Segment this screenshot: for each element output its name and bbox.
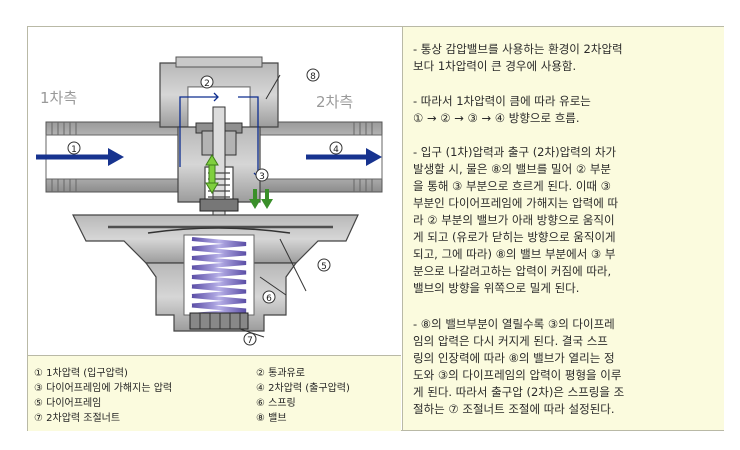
svg-text:1: 1 [71, 145, 77, 155]
callout-6: 6 [262, 290, 276, 304]
legend-item: ④ 2차압력 (출구압력) [256, 383, 350, 394]
spring [191, 237, 247, 317]
inlet-flow-arrow [36, 148, 124, 166]
callout-2: 2 [200, 75, 214, 89]
svg-text:5: 5 [321, 262, 327, 272]
figure-frame: 1차측 2차측 [27, 26, 724, 431]
adjusting-nut [189, 312, 249, 330]
legend-item: ⑦ 2차압력 조절너트 [34, 413, 121, 424]
callout-7: 7 [243, 332, 257, 346]
svg-text:7: 7 [247, 336, 253, 346]
description-panel: - 통상 감압밸브를 사용하는 환경이 2차압력 보다 1차압력이 큰 경우에 … [402, 27, 724, 430]
legend-item: ⑥ 스프링 [256, 398, 296, 409]
description-paragraph-3: - 입구 (1차)압력과 출구 (2차)압력의 차가 발생할 시, 물은 ⑧의 … [413, 145, 619, 295]
inlet-side-label: 1차측 [40, 89, 78, 107]
legend-item: ① 1차압력 (입구압력) [34, 368, 128, 379]
svg-text:4: 4 [333, 145, 339, 155]
legend-item: ② 통과유로 [256, 368, 305, 379]
legend-item: ⑧ 밸브 [256, 413, 287, 424]
svg-text:3: 3 [259, 172, 265, 182]
spring-coil [191, 246, 247, 260]
diaphragm-pressure-arrows [249, 189, 273, 209]
legend-item: ⑤ 다이어프레임 [34, 398, 102, 409]
callout-5: 5 [317, 258, 331, 272]
outlet-side-label: 2차측 [316, 93, 354, 111]
callout-3: 3 [255, 168, 269, 182]
legend: ① 1차압력 (입구압력) ② 통과유로 ③ 다이어프레임에 가해지는 압력 ④… [28, 355, 401, 431]
inlet-pipe [45, 121, 189, 193]
description-paragraph-2: - 따라서 1차압력이 큼에 따라 유로는 ① → ② → ③ → ④ 방향으로… [413, 94, 591, 125]
description-paragraph-4: - ⑧의 밸브부분이 열릴수록 ③의 다이프레 임의 압력은 다시 커지게 된다… [413, 317, 625, 416]
svg-text:8: 8 [310, 72, 316, 82]
callout-1: 1 [67, 141, 81, 155]
svg-text:6: 6 [266, 294, 272, 304]
callout-8: 8 [306, 68, 320, 82]
outlet-flow-arrow [306, 148, 382, 166]
spring-coil [191, 265, 247, 279]
pressure-reducing-valve-diagram: 1 2 3 4 5 6 7 [36, 56, 383, 346]
spring-coil [191, 294, 247, 308]
svg-text:2: 2 [204, 79, 210, 89]
valve-movement-arrow [205, 154, 219, 194]
valve-diagram-panel: 1차측 2차측 [28, 27, 401, 354]
callout-4: 4 [329, 141, 343, 155]
spring-coil [191, 275, 247, 289]
valve-bonnet [159, 56, 279, 128]
legend-item: ③ 다이어프레임에 가해지는 압력 [34, 383, 173, 394]
spring-coil [191, 237, 247, 251]
spring-coil [191, 256, 247, 270]
description-paragraph-1: - 통상 감압밸브를 사용하는 환경이 2차압력 보다 1차압력이 큰 경우에 … [413, 42, 623, 73]
spring-coil [191, 284, 247, 298]
